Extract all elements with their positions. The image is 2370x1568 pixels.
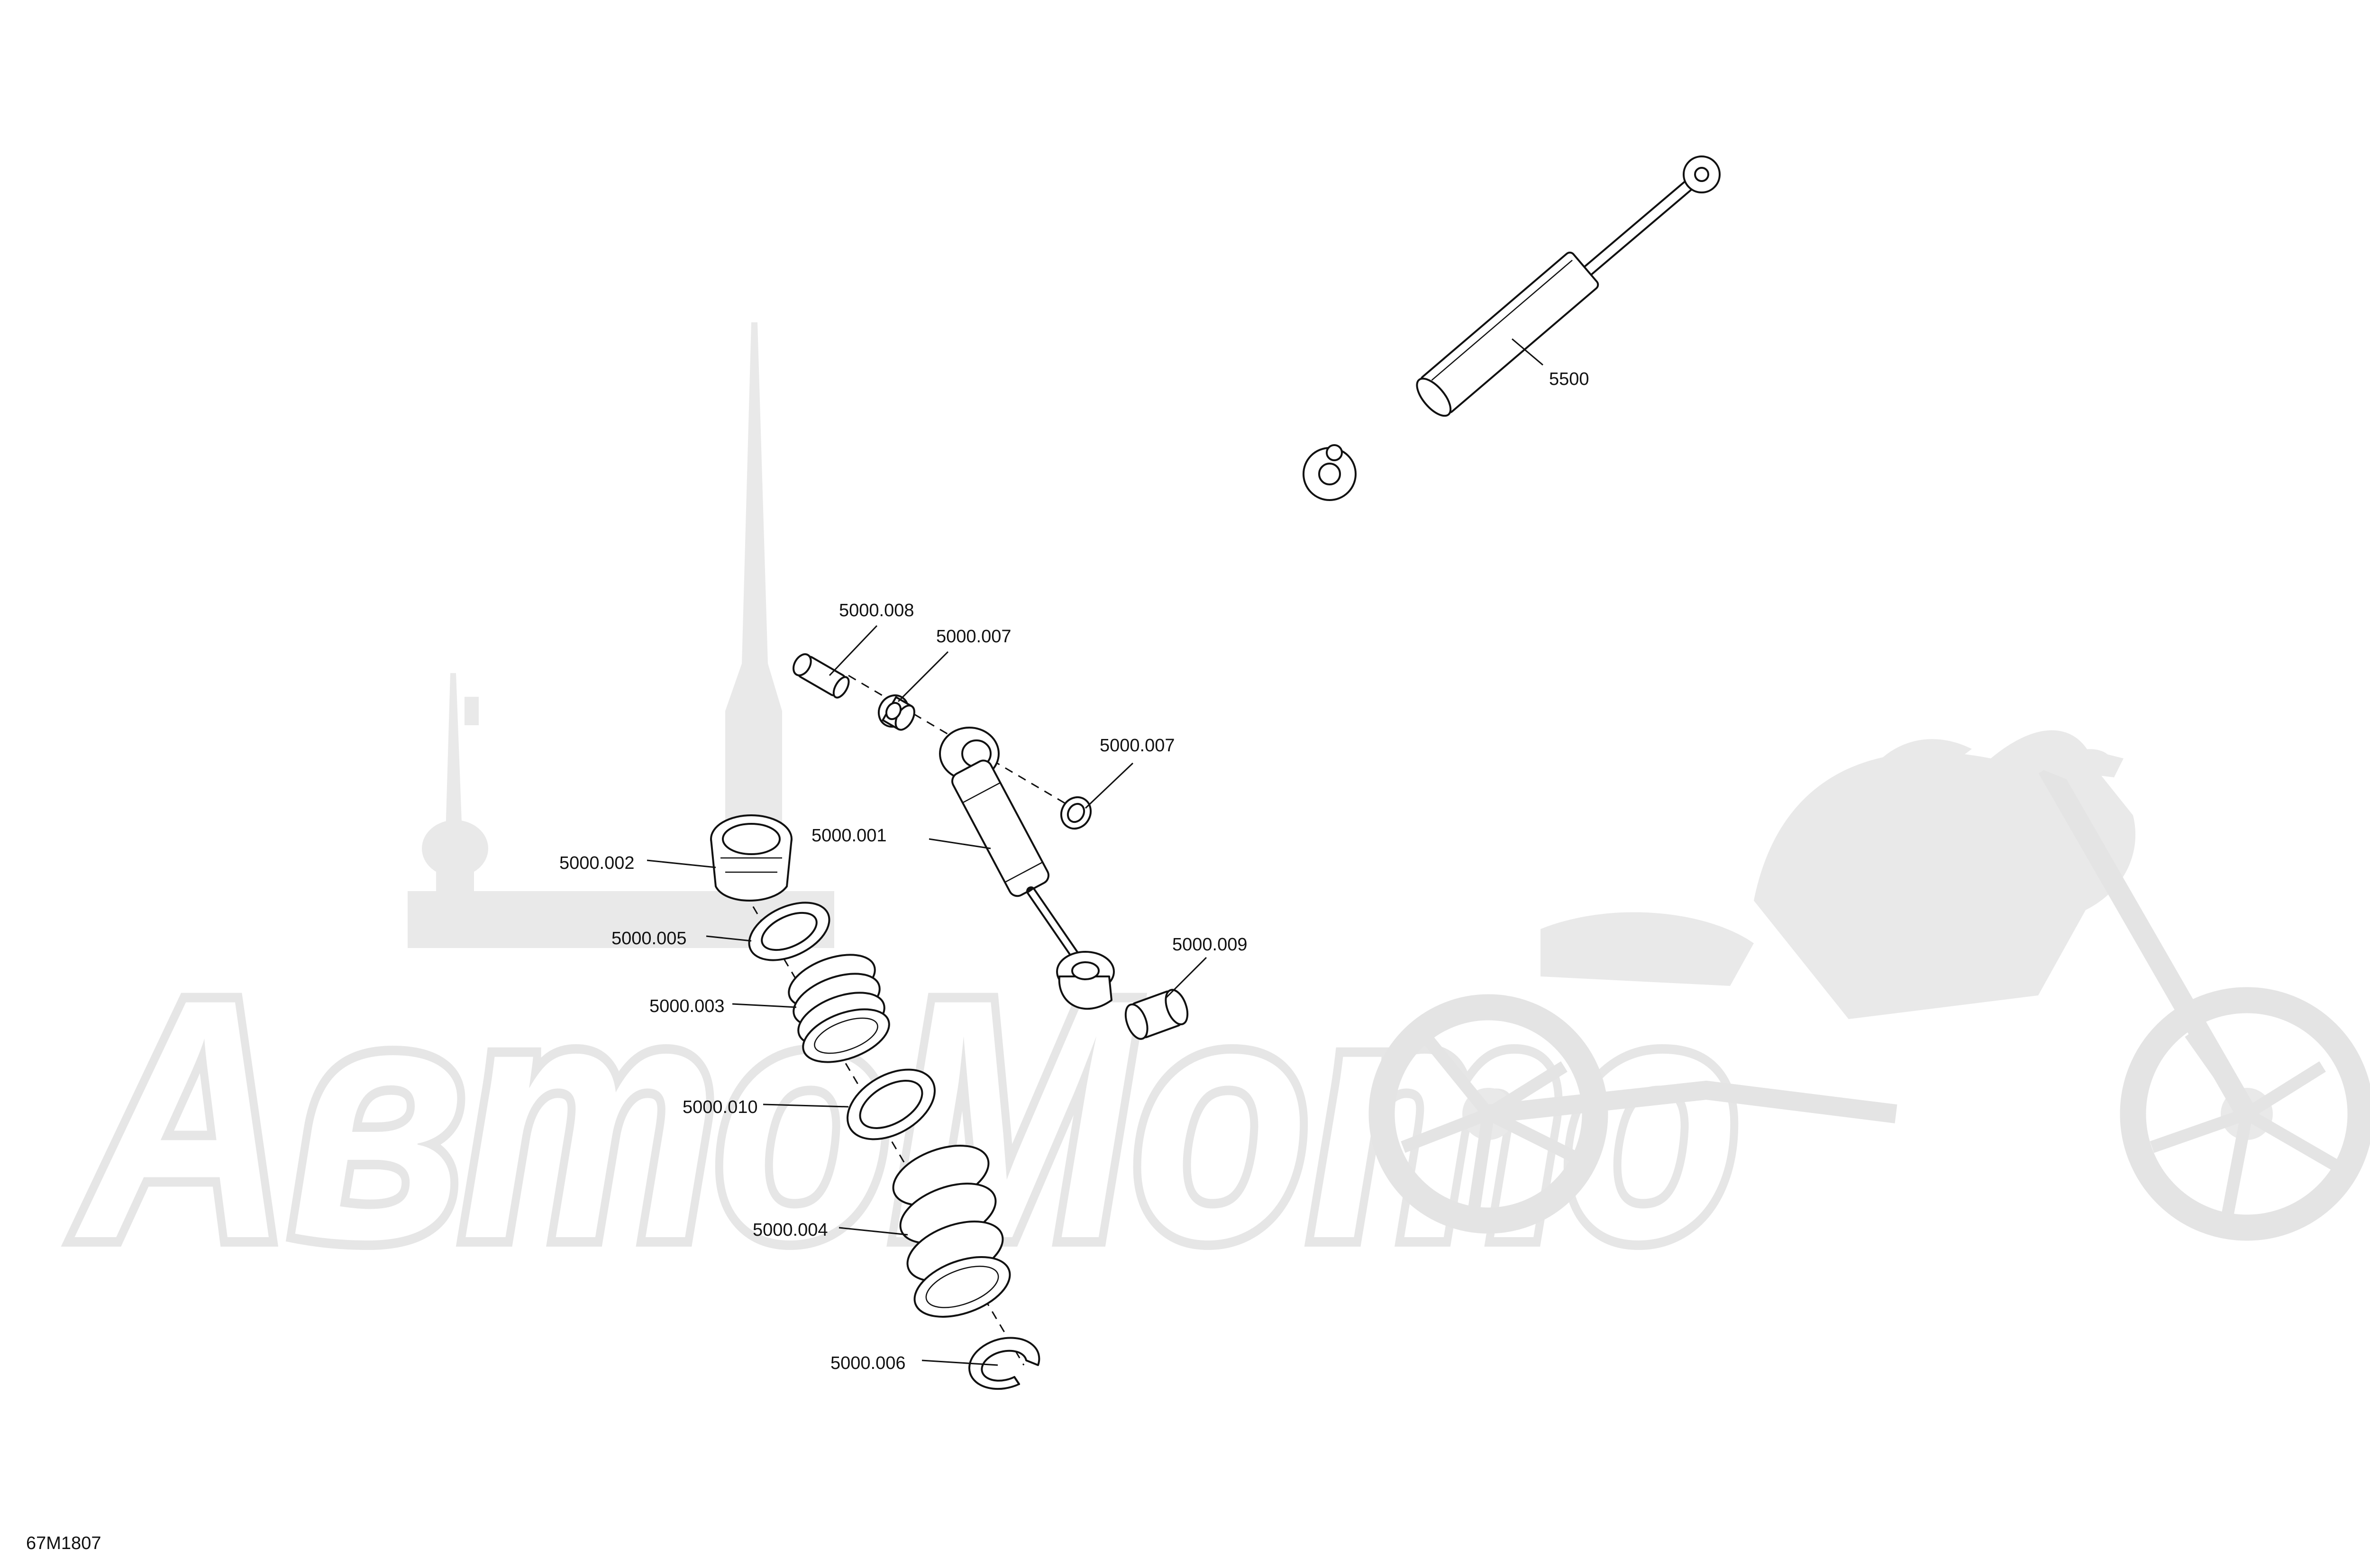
callout-5000-002: 5000.002: [559, 853, 635, 873]
part-5000-009-bushing-icon: [1124, 989, 1189, 1040]
watermark: АвтоМото: [62, 322, 2370, 1319]
part-5000-006-retaining-clip-icon: [968, 1337, 1040, 1390]
part-5000-008-sleeve-icon: [793, 653, 850, 699]
part-5000-003-spring-icon: [788, 954, 890, 1063]
callout-5000-010: 5000.010: [683, 1097, 758, 1117]
parts: [710, 155, 1721, 1390]
part-5000-007-bushing-right-icon: [1060, 796, 1092, 830]
leader-lines: [647, 338, 1543, 1366]
callout-5000-005: 5000.005: [611, 929, 687, 948]
callout-5000-004: 5000.004: [753, 1220, 828, 1240]
part-5000-005-washer-icon: [748, 902, 830, 961]
part-5000-004-main-spring-icon: [892, 1145, 1011, 1318]
part-5000-007-bushing-left-icon: [877, 694, 915, 731]
part-5000-002-spring-adjuster-icon: [710, 814, 793, 902]
callout-5000-007-top: 5000.007: [936, 627, 1012, 647]
callout-5000-009: 5000.009: [1172, 935, 1248, 955]
diagram-code: 67M1807: [26, 1533, 101, 1553]
callout-5000-001: 5000.001: [811, 826, 887, 846]
callout-5000-007-right: 5000.007: [1100, 736, 1175, 756]
callout-5000-008: 5000.008: [839, 601, 914, 620]
part-5500-gas-strut-icon: [1303, 155, 1721, 501]
watermark-motorcycle-icon: [1368, 730, 2370, 1241]
part-5000-010-spacer-icon: [847, 1068, 936, 1140]
callouts: 5500 5000.008 5000.007 5000.007 5000.001…: [559, 369, 1589, 1373]
part-5000-001-shock-absorber-icon: [939, 727, 1115, 1010]
callout-5500: 5500: [1549, 369, 1589, 389]
callout-5000-003: 5000.003: [649, 996, 725, 1016]
callout-5000-006: 5000.006: [830, 1353, 906, 1373]
